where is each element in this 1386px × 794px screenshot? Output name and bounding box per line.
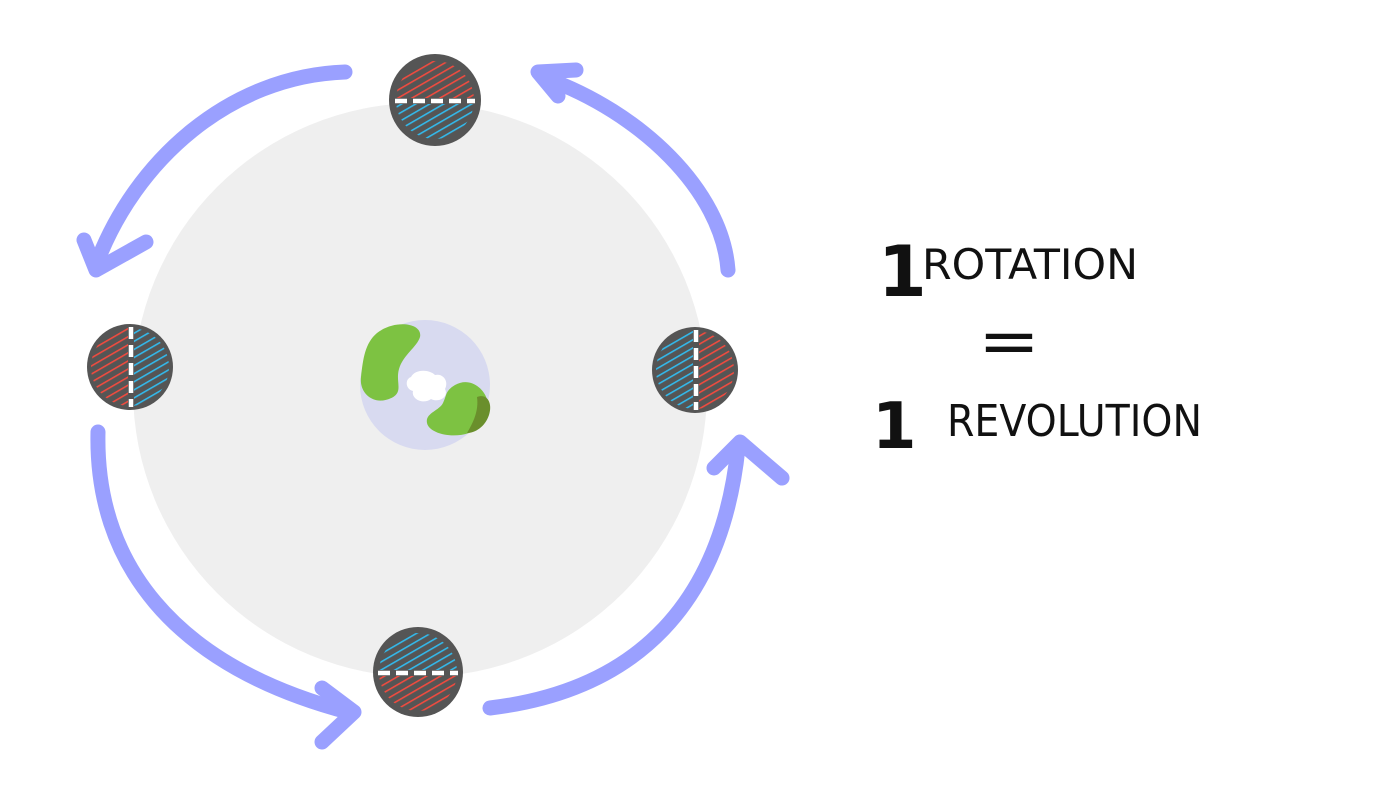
- arrow-top-to-left-head: [76, 232, 154, 278]
- arrow-bottom-to-right: [482, 440, 746, 716]
- rotation-number: 1: [878, 231, 927, 313]
- arrow-right-to-top: [537, 70, 736, 278]
- moon-icon-bottom: [373, 627, 463, 717]
- moon-icon-top: [389, 54, 481, 146]
- earth-land-right: [426, 382, 489, 436]
- arrow-left-to-bottom: [90, 424, 356, 720]
- equation-label: 1 ROTATION = 1 REVOLUTION: [872, 231, 1202, 464]
- moon-icon-right: [652, 327, 738, 413]
- earth-cloud: [406, 370, 447, 402]
- equals-sign: =: [978, 305, 1040, 379]
- orbit-arrows: [76, 62, 790, 750]
- arrow-right-to-top-head: [530, 62, 584, 104]
- arrow-left-to-bottom-head: [314, 680, 362, 750]
- arrow-bottom-to-right-head: [706, 434, 790, 486]
- arrow-top-to-left: [88, 64, 353, 273]
- earth-icon: [360, 320, 491, 450]
- rotation-word: ROTATION: [922, 240, 1138, 289]
- revolution-word: REVOLUTION: [947, 396, 1202, 447]
- moon-icon-left: [87, 324, 173, 410]
- earth-land-left: [360, 324, 421, 401]
- revolution-number: 1: [872, 390, 917, 464]
- earth-land-dark: [467, 396, 491, 433]
